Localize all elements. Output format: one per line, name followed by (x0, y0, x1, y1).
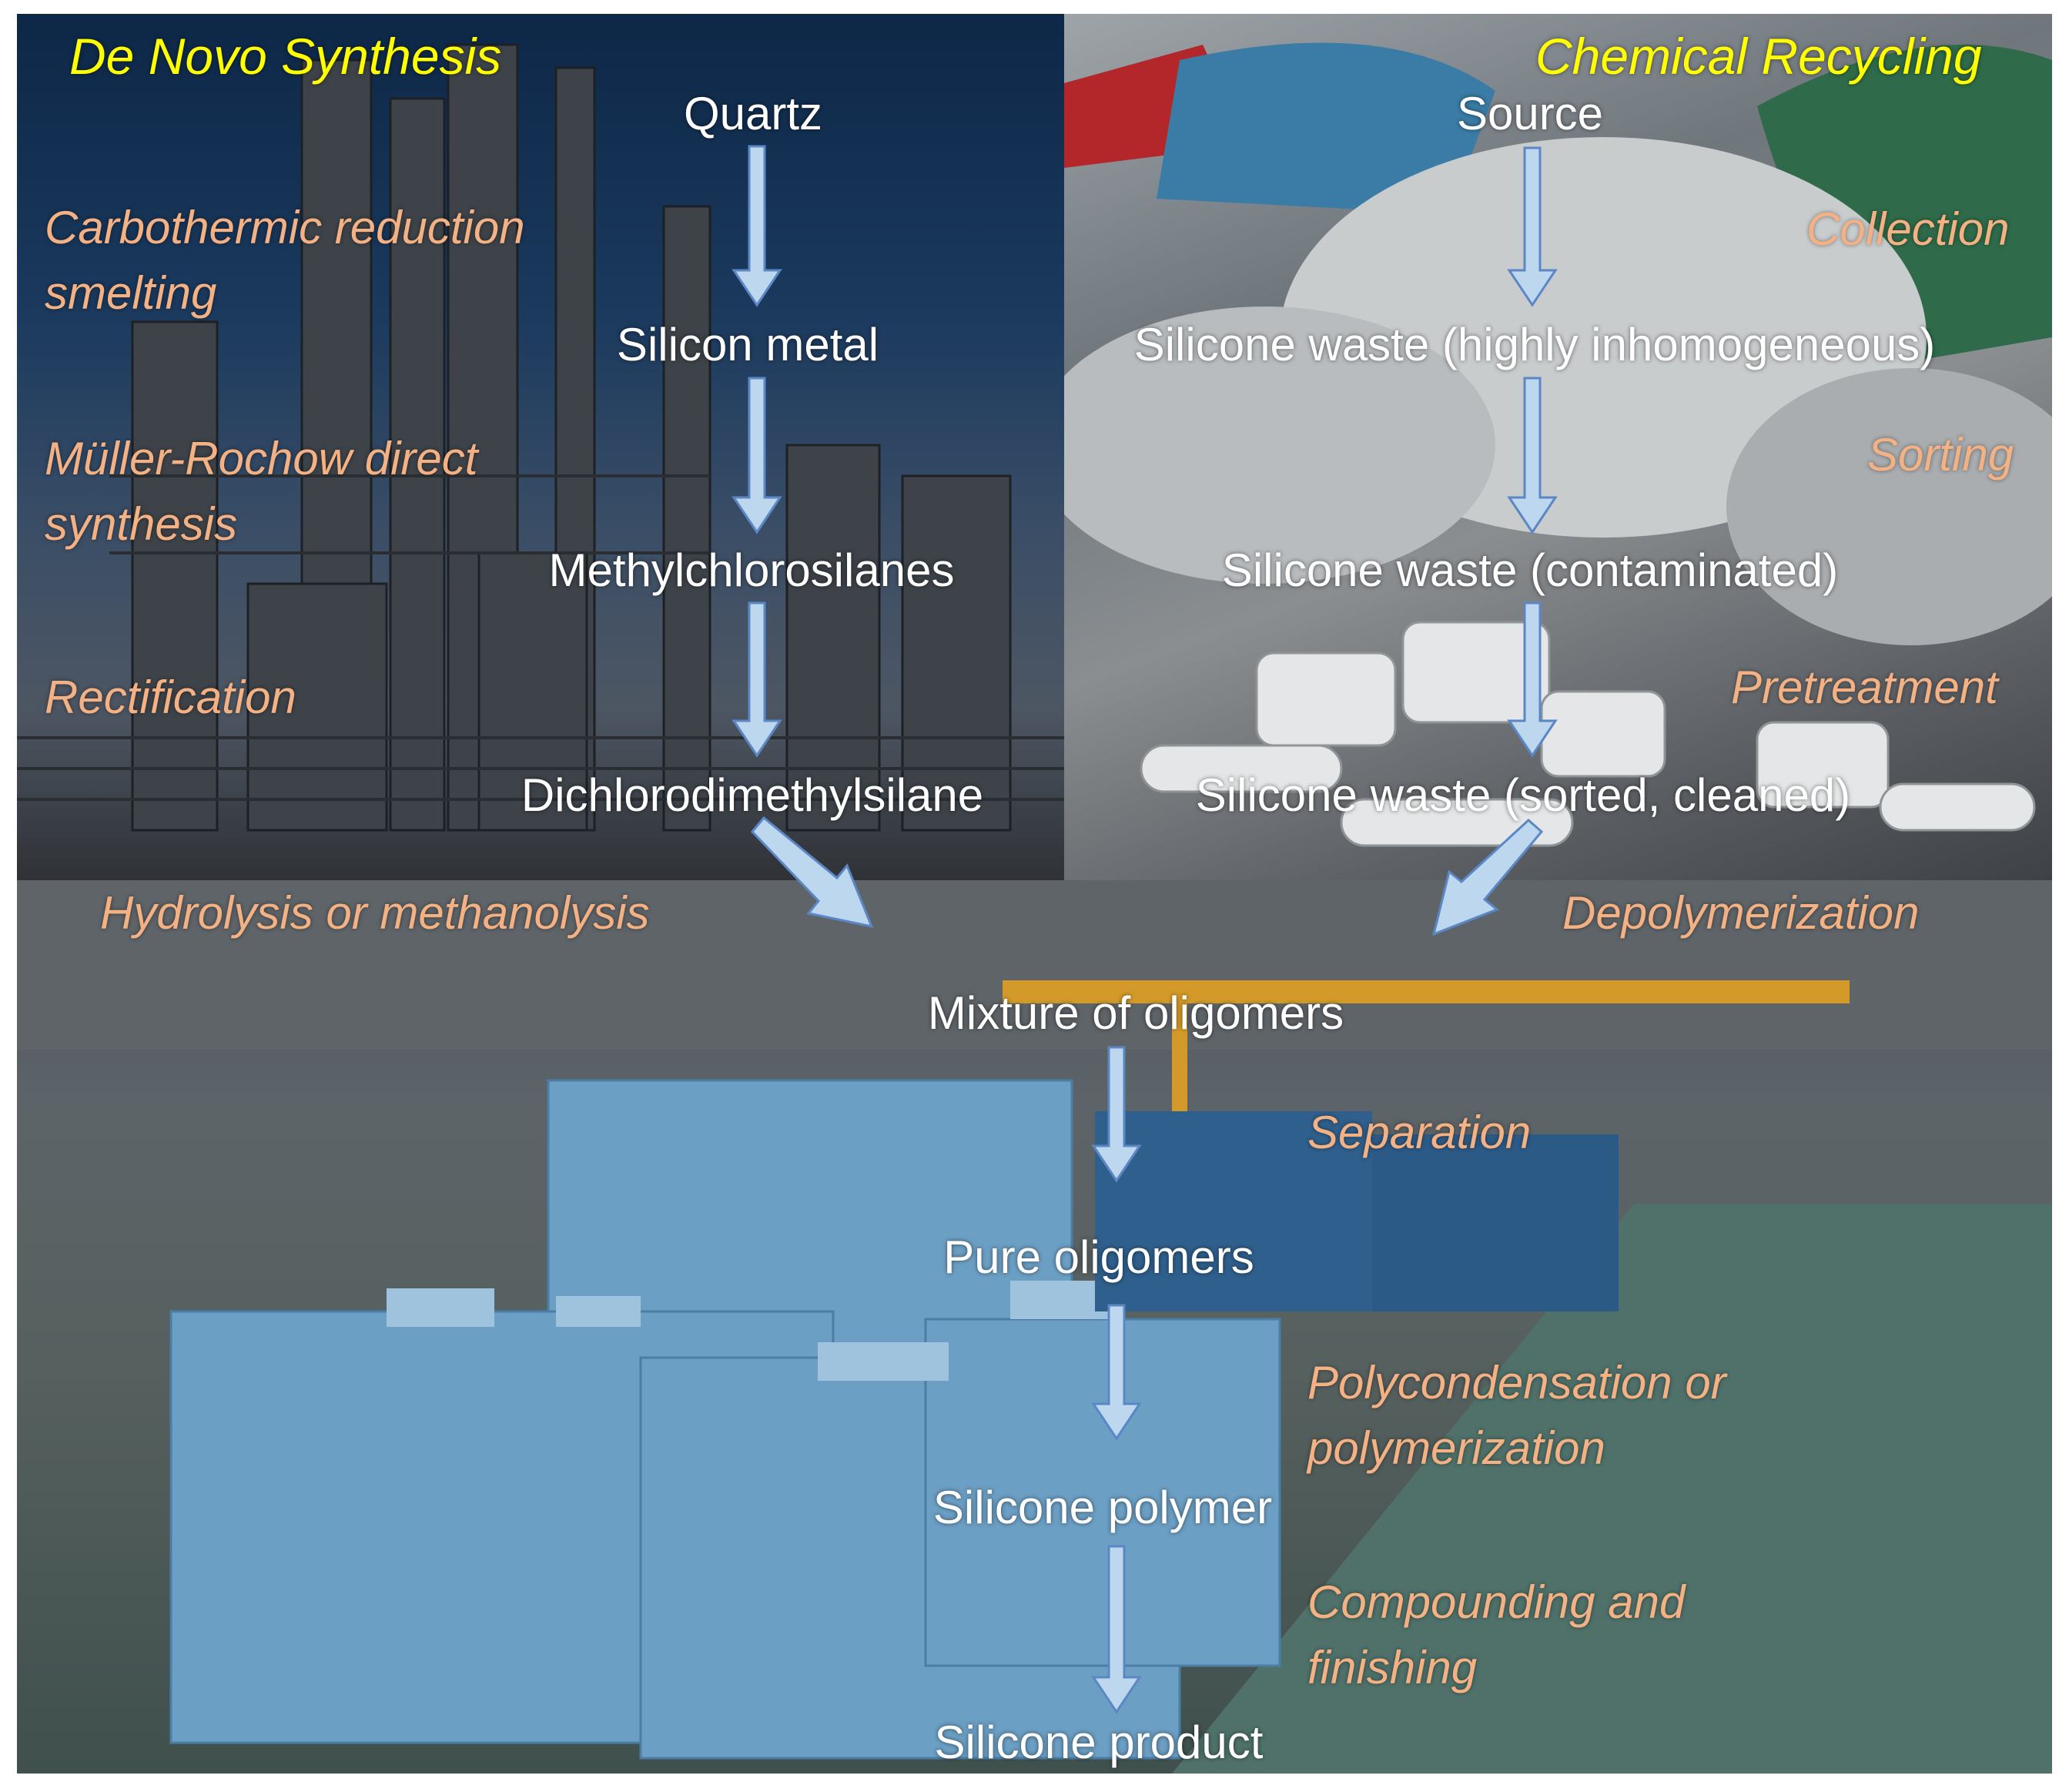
step-pretreatment: Pretreatment (1731, 662, 1998, 713)
step-sorting: Sorting (1867, 429, 2014, 481)
step-hydrolysis: Hydrolysis or methanolysis (100, 887, 650, 939)
step-compounding: Compounding and finishing (1307, 1569, 1685, 1700)
node-silicon-metal: Silicon metal (616, 319, 879, 370)
node-waste-contaminated: Silicone waste (contaminated) (1221, 544, 1839, 596)
de-novo-background (17, 14, 1064, 880)
node-silicone-product: Silicone product (934, 1717, 1264, 1768)
node-quartz: Quartz (683, 88, 823, 139)
step-carbothermic-line2: smelting (45, 267, 217, 320)
step-compounding-line2: finishing (1307, 1642, 1478, 1694)
refinery-illustration (17, 43, 1064, 832)
step-muller-rochow-line1: Müller-Rochow direct (45, 433, 478, 484)
node-silicone-polymer: Silicone polymer (932, 1482, 1273, 1533)
step-carbothermic-line1: Carbothermic reduction (45, 202, 525, 253)
diagram-frame: De Novo Synthesis Chemical Recycling Qua… (17, 14, 2052, 1774)
section-title-de-novo: De Novo Synthesis (69, 28, 502, 85)
step-polycondensation-line2: polymerization (1307, 1422, 1605, 1475)
silicone-waste-illustration (1064, 42, 2052, 847)
step-polycondensation-line1: Polycondensation or (1307, 1357, 1726, 1408)
factory-illustration (17, 880, 2052, 1774)
step-collection: Collection (1806, 203, 2010, 255)
step-rectification: Rectification (45, 672, 296, 723)
factory-background (17, 880, 2052, 1774)
step-separation: Separation (1307, 1107, 1532, 1158)
section-title-recycling: Chemical Recycling (1535, 28, 1982, 85)
node-waste-inhomogeneous: Silicone waste (highly inhomogeneous) (1133, 319, 1936, 370)
step-polycondensation: Polycondensation or polymerization (1307, 1350, 1726, 1481)
step-muller-rochow: Müller-Rochow direct synthesis (45, 426, 477, 557)
node-pure-oligomers: Pure oligomers (943, 1231, 1254, 1283)
step-compounding-line1: Compounding and (1307, 1576, 1686, 1628)
node-source: Source (1456, 88, 1604, 139)
recycling-background (1064, 14, 2052, 880)
node-waste-sorted: Silicone waste (sorted, cleaned) (1195, 769, 1851, 821)
step-depolymerization: Depolymerization (1562, 887, 1920, 939)
node-methylchlorosilanes: Methylchlorosilanes (548, 544, 955, 596)
step-carbothermic: Carbothermic reduction smelting (45, 195, 525, 326)
node-dichlorodimethylsilane: Dichlorodimethylsilane (521, 769, 984, 821)
node-mixture-of-oligomers: Mixture of oligomers (927, 987, 1344, 1039)
step-muller-rochow-line2: synthesis (45, 498, 238, 551)
